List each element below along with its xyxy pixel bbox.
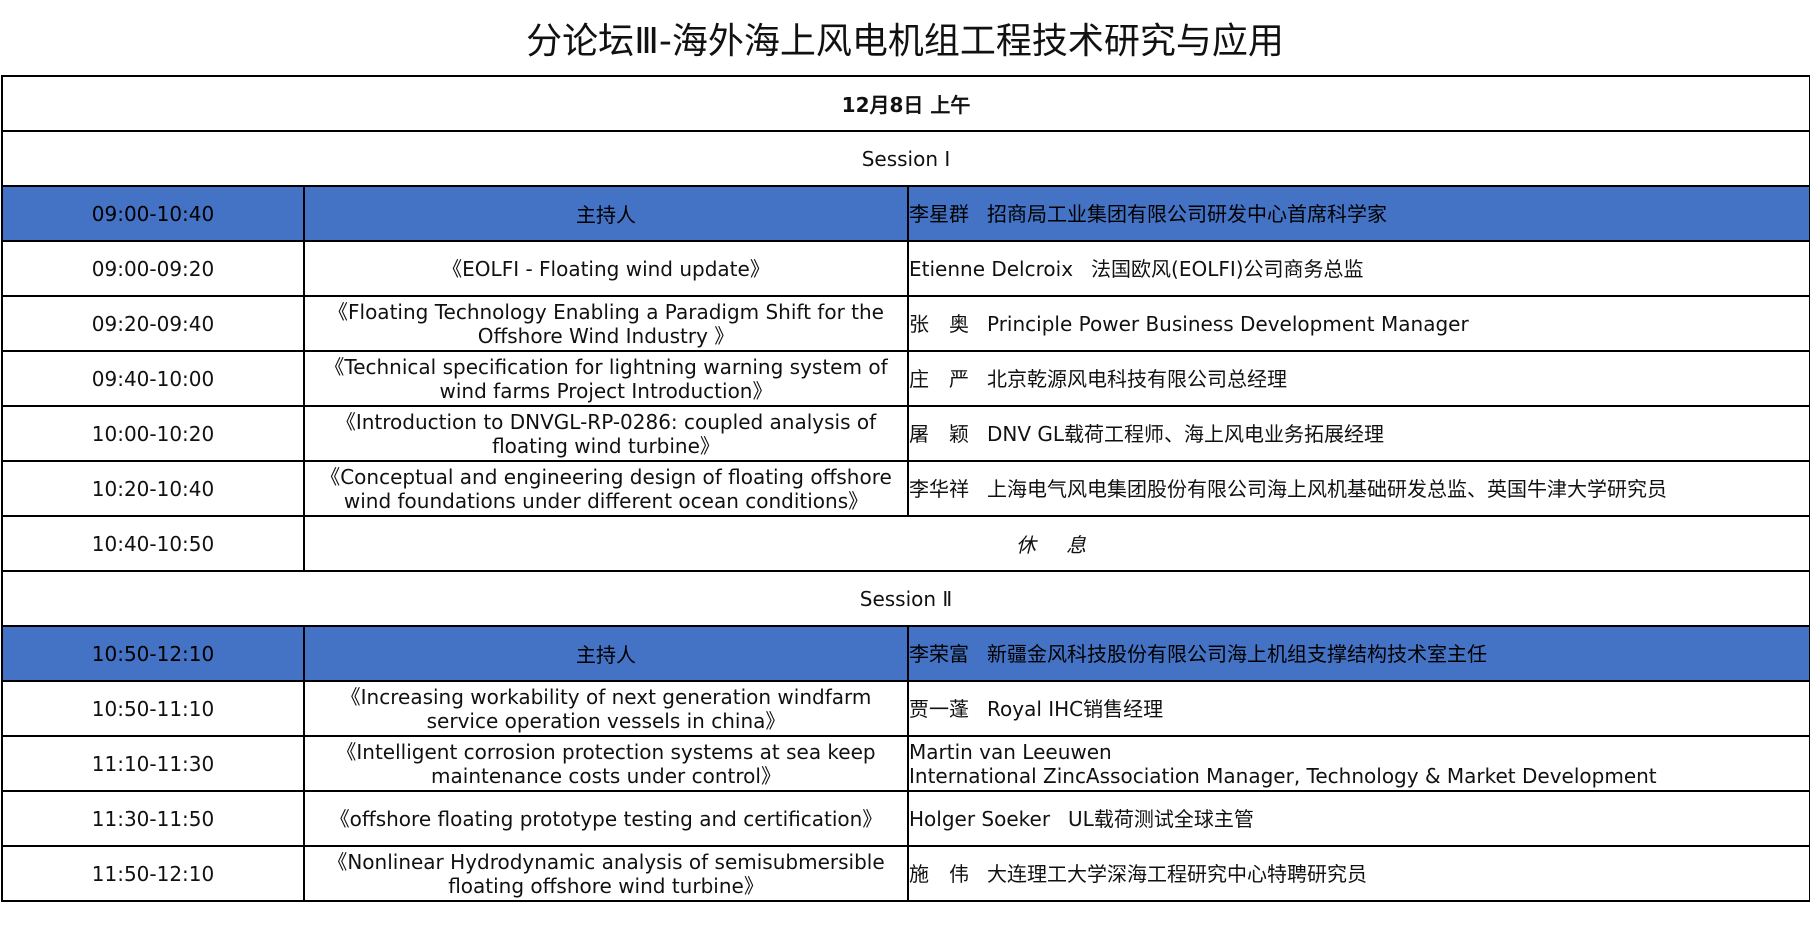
break-row: 10:40-10:50 休 息: [1, 515, 1810, 572]
speaker-affiliation: Principle Power Business Development Man…: [987, 311, 1469, 336]
host-affiliation: 新疆金风科技股份有限公司海上机组支撑结构技术室主任: [987, 641, 1487, 666]
time-cell: 10:50-12:10: [1, 625, 305, 682]
table-row: 10:20-10:40 《Conceptual and engineering …: [1, 460, 1810, 517]
speaker-affiliation: 法国欧风(EOLFI)公司商务总监: [1091, 256, 1364, 281]
speaker-name: 贾一蓬: [909, 696, 969, 721]
topic-cell: 《offshore floating prototype testing and…: [303, 790, 909, 847]
host-row: 10:50-12:10 主持人 李荣富新疆金风科技股份有限公司海上机组支撑结构技…: [1, 625, 1810, 682]
speaker-name: Holger Soeker: [909, 806, 1051, 831]
time-cell: 11:10-11:30: [1, 735, 305, 792]
speaker-cell: 施 伟大连理工大学深海工程研究中心特聘研究员: [906, 845, 1810, 902]
time-cell: 09:00-10:40: [1, 185, 305, 242]
speaker-cell: 庄 严北京乾源风电科技有限公司总经理: [906, 350, 1810, 407]
speaker-cell: 李华祥上海电气风电集团股份有限公司海上风机基础研发总监、英国牛津大学研究员: [906, 460, 1810, 517]
host-row: 09:00-10:40 主持人 李星群招商局工业集团有限公司研发中心首席科学家: [1, 185, 1810, 242]
agenda-table: 12月8日 上午 Session Ⅰ 09:00-10:40 主持人 李星群招商…: [0, 75, 1810, 902]
speaker-name: Martin van Leeuwen: [909, 739, 1112, 764]
topic-line: floating wind turbine》: [492, 433, 720, 458]
topic-cell: 《EOLFI - Floating wind update》: [303, 240, 909, 297]
table-row: 09:00-09:20 《EOLFI - Floating wind updat…: [1, 240, 1810, 297]
speaker-affiliation: 上海电气风电集团股份有限公司海上风机基础研发总监、英国牛津大学研究员: [987, 476, 1667, 501]
table-row: 10:50-11:10 《Increasing workability of n…: [1, 680, 1810, 737]
session-header-row: Session Ⅰ: [0, 130, 1810, 187]
topic-cell: 《Technical specification for lightning w…: [303, 350, 909, 407]
speaker-name: 屠 颖: [909, 421, 969, 446]
topic-line: 《Conceptual and engineering design of fl…: [320, 464, 892, 489]
host-name: 李荣富: [909, 641, 969, 666]
topic-line: 《EOLFI - Floating wind update》: [442, 256, 770, 281]
speaker-affiliation: 大连理工大学深海工程研究中心特聘研究员: [987, 861, 1367, 886]
host-role-cell: 主持人: [303, 185, 909, 242]
speaker-name: 庄 严: [909, 366, 969, 391]
speaker-cell: 贾一蓬 Royal IHC销售经理: [906, 680, 1810, 737]
page-title: 分论坛Ⅲ-海外海上风电机组工程技术研究与应用: [526, 21, 1284, 62]
table-row: 09:40-10:00 《Technical specification for…: [1, 350, 1810, 407]
speaker-name: 施 伟: [909, 861, 969, 886]
topic-line: 《Technical specification for lightning w…: [324, 354, 888, 379]
table-row: 09:20-09:40 《Floating Technology Enablin…: [1, 295, 1810, 352]
time-cell: 10:50-11:10: [1, 680, 305, 737]
table-row: 11:30-11:50 《offshore floating prototype…: [1, 790, 1810, 847]
speaker-cell: 屠 颖 DNV GL载荷工程师、海上风电业务拓展经理: [906, 405, 1810, 462]
time-cell: 09:40-10:00: [1, 350, 305, 407]
speaker-cell: Etienne Delcroix 法国欧风(EOLFI)公司商务总监: [906, 240, 1810, 297]
topic-line: 《Floating Technology Enabling a Paradigm…: [328, 299, 884, 324]
topic-cell: 《Intelligent corrosion protection system…: [303, 735, 909, 792]
topic-cell: 《Introduction to DNVGL-RP-0286: coupled …: [303, 405, 909, 462]
topic-cell: 《Floating Technology Enabling a Paradigm…: [303, 295, 909, 352]
topic-line: wind foundations under different ocean c…: [343, 488, 869, 513]
time-cell: 09:20-09:40: [1, 295, 305, 352]
session-label: Session Ⅰ: [0, 130, 1810, 187]
speaker-affiliation: International ZincAssociation Manager, T…: [909, 763, 1657, 788]
speaker-name: Etienne Delcroix: [909, 256, 1074, 281]
time-cell: 11:30-11:50: [1, 790, 305, 847]
time-cell: 09:00-09:20: [1, 240, 305, 297]
time-cell: 10:40-10:50: [1, 515, 305, 572]
time-cell: 11:50-12:10: [1, 845, 305, 902]
session-header-row: Session Ⅱ: [0, 570, 1810, 627]
speaker-affiliation: UL载荷测试全球主管: [1068, 806, 1254, 831]
topic-line: maintenance costs under control》: [431, 763, 781, 788]
date-row: 12月8日 上午: [0, 75, 1810, 132]
break-label: 休 息: [302, 515, 1810, 572]
time-cell: 10:20-10:40: [1, 460, 305, 517]
session-label: Session Ⅱ: [0, 570, 1810, 627]
speaker-name: 张 奥: [909, 311, 969, 336]
date-cell: 12月8日 上午: [0, 75, 1810, 132]
table-row: 11:50-12:10 《Nonlinear Hydrodynamic anal…: [1, 845, 1810, 902]
topic-line: 《Introduction to DNVGL-RP-0286: coupled …: [335, 409, 877, 434]
speaker-affiliation: Royal IHC销售经理: [987, 696, 1164, 721]
topic-line: 《offshore floating prototype testing and…: [329, 806, 883, 831]
host-cell: 李荣富新疆金风科技股份有限公司海上机组支撑结构技术室主任: [906, 625, 1810, 682]
host-name: 李星群: [909, 201, 969, 226]
host-cell: 李星群招商局工业集团有限公司研发中心首席科学家: [906, 185, 1810, 242]
topic-cell: 《Conceptual and engineering design of fl…: [303, 460, 909, 517]
topic-line: 《Intelligent corrosion protection system…: [336, 739, 876, 764]
topic-cell: 《Increasing workability of next generati…: [303, 680, 909, 737]
time-cell: 10:00-10:20: [1, 405, 305, 462]
speaker-affiliation: 北京乾源风电科技有限公司总经理: [987, 366, 1287, 391]
host-affiliation: 招商局工业集团有限公司研发中心首席科学家: [987, 201, 1387, 226]
topic-cell: 《Nonlinear Hydrodynamic analysis of semi…: [303, 845, 909, 902]
topic-line: Offshore Wind Industry 》: [477, 323, 735, 348]
speaker-cell: 张 奥 Principle Power Business Development …: [906, 295, 1810, 352]
table-row: 11:10-11:30 《Intelligent corrosion prote…: [1, 735, 1810, 792]
topic-line: service operation vessels in china》: [426, 708, 786, 733]
speaker-name: 李华祥: [909, 476, 969, 501]
topic-line: wind farms Project Introduction》: [439, 378, 773, 403]
topic-line: floating offshore wind turbine》: [448, 873, 764, 898]
speaker-cell: Holger Soeker UL载荷测试全球主管: [906, 790, 1810, 847]
speaker-affiliation: DNV GL载荷工程师、海上风电业务拓展经理: [987, 421, 1385, 446]
topic-line: 《Increasing workability of next generati…: [340, 684, 872, 709]
table-row: 10:00-10:20 《Introduction to DNVGL-RP-02…: [1, 405, 1810, 462]
topic-line: 《Nonlinear Hydrodynamic analysis of semi…: [327, 849, 885, 874]
host-role-cell: 主持人: [303, 625, 909, 682]
